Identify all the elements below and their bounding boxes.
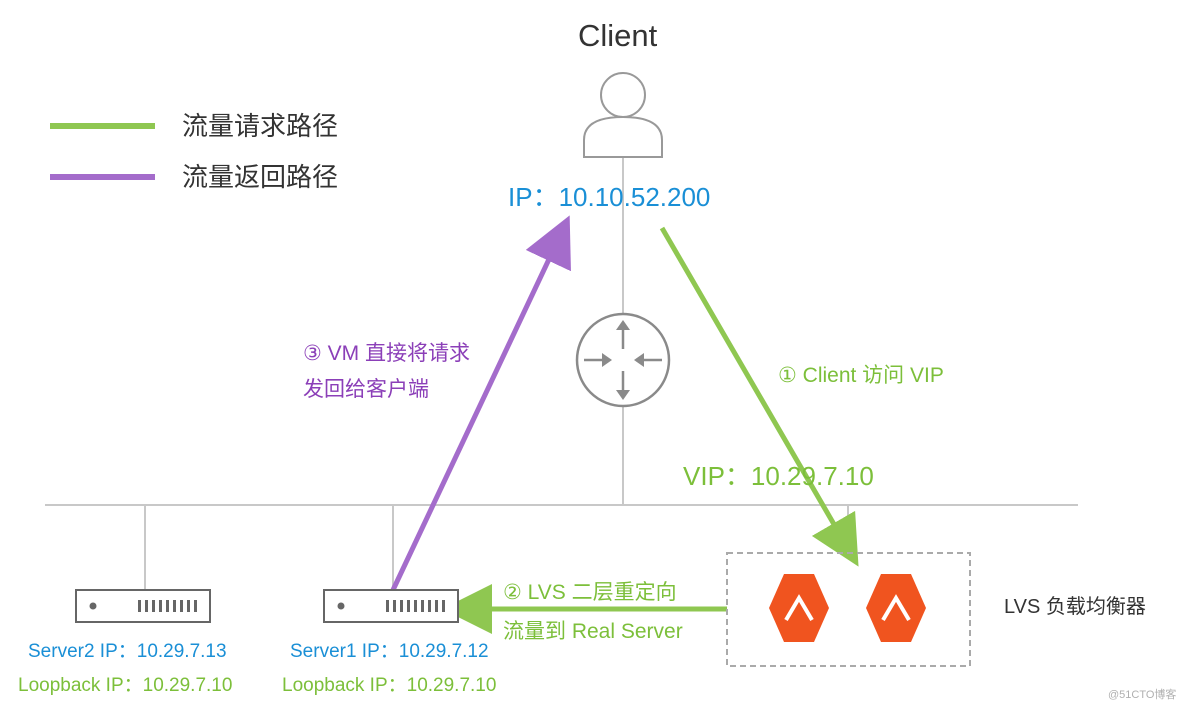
step2-label-line2: 流量到 Real Server (503, 620, 683, 643)
client-ip: IP：10.10.52.200 (508, 182, 711, 212)
lvs-icon (769, 574, 829, 642)
server1-loopback: Loopback IP：10.29.7.10 (282, 675, 497, 696)
watermark: @51CTO博客 (1108, 689, 1177, 701)
step3-label-line2: 发回给客户端 (303, 378, 429, 401)
step1-request-arrow (659, 226, 859, 567)
server-icon (323, 589, 459, 623)
lvs-label: LVS 负载均衡器 (1004, 596, 1146, 618)
lvs-box (726, 552, 971, 667)
step3-return-arrow (390, 215, 571, 592)
vip-label: VIP：10.29.7.10 (683, 461, 874, 491)
server2-loopback: Loopback IP：10.29.7.10 (18, 675, 233, 696)
lvs-icon (866, 574, 926, 642)
legend-request-label: 流量请求路径 (182, 111, 339, 141)
server1-ip: Server1 IP：10.29.7.12 (290, 641, 489, 662)
step2-label-line1: ② LVS 二层重定向 (503, 581, 677, 604)
router-icon (575, 312, 671, 408)
step1-label: ① Client 访问 VIP (778, 364, 944, 387)
server-icon (75, 589, 211, 623)
step3-label-line1: ③ VM 直接将请求 (303, 342, 470, 365)
user-icon (583, 72, 663, 158)
server2-ip: Server2 IP：10.29.7.13 (28, 641, 227, 662)
legend-return-label: 流量返回路径 (182, 162, 339, 192)
client-title: Client (578, 18, 658, 53)
